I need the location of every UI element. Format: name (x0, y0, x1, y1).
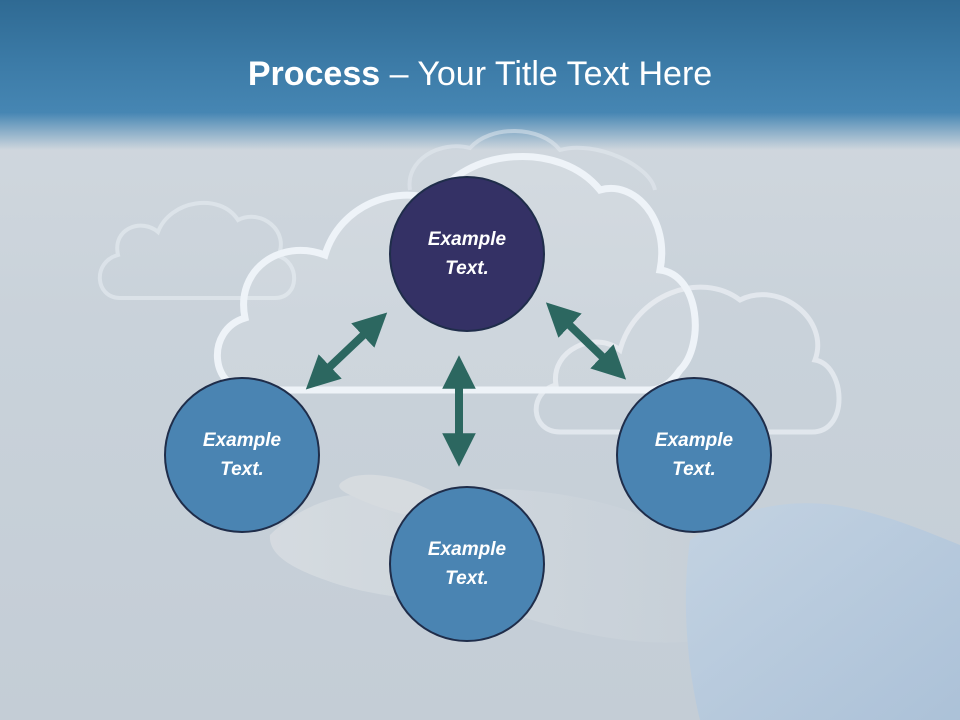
small-cloud-left (97, 201, 297, 300)
node-right-label: Example Text. (654, 430, 734, 480)
slide-title: Process – Your Title Text Here (0, 50, 960, 98)
small-cloud-top (407, 129, 657, 191)
arrow-top-right (545, 302, 627, 380)
node-bottom[interactable]: Example Text. (389, 486, 545, 642)
title-banner (0, 0, 960, 150)
small-cloud-right (533, 284, 842, 435)
node-right[interactable]: Example Text. (616, 377, 772, 533)
slide-title-rest: – Your Title Text Here (380, 55, 713, 93)
sleeve-illustration (685, 503, 960, 720)
node-left-label: Example Text. (202, 430, 282, 480)
arrow-top-left (305, 312, 388, 390)
slide-title-bold: Process (247, 55, 381, 93)
node-top[interactable]: Example Text. (389, 176, 545, 332)
node-top-label: Example Text. (427, 229, 507, 279)
node-left[interactable]: Example Text. (164, 377, 320, 533)
node-bottom-label: Example Text. (427, 539, 507, 589)
